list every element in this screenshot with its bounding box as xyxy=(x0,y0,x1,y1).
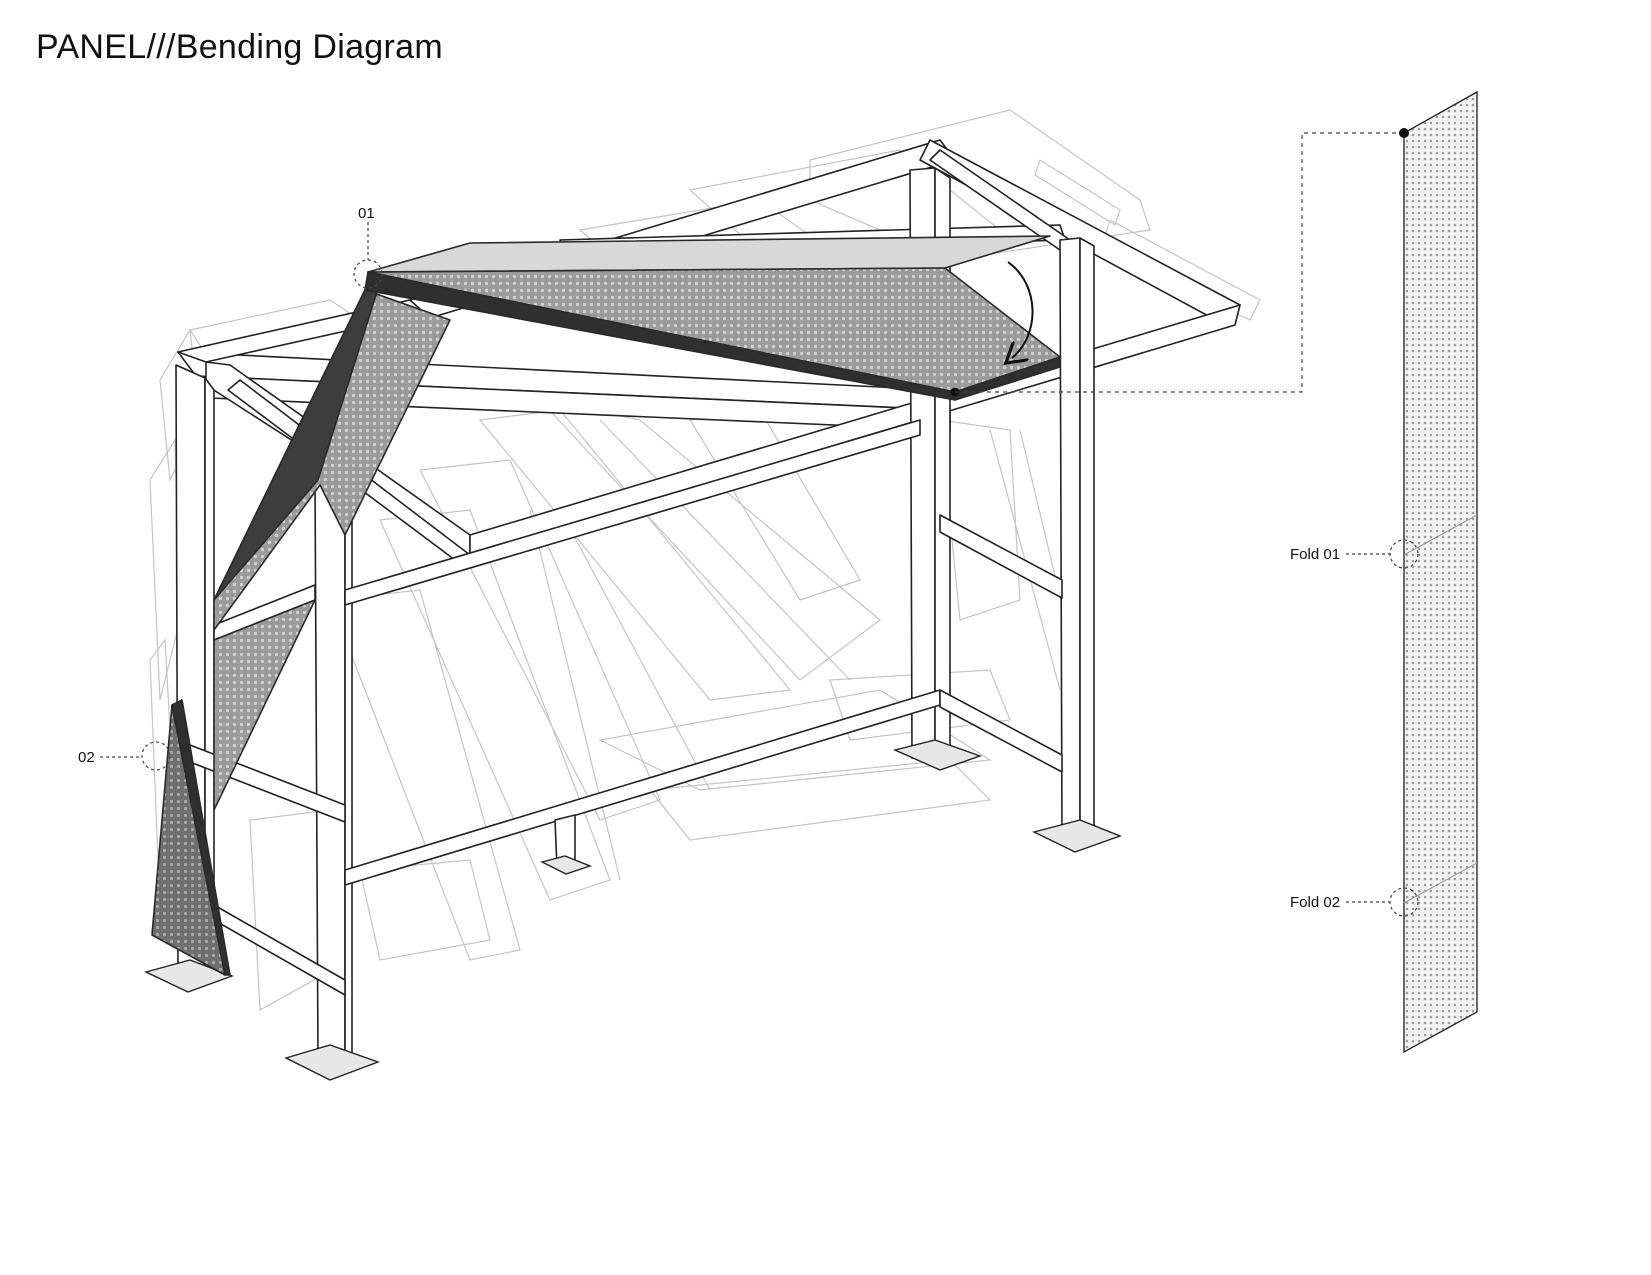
frame-structure xyxy=(175,167,1095,1066)
fold-02-label: Fold 02 xyxy=(1290,894,1340,911)
side-panel xyxy=(151,281,451,976)
fold-marker-02: 02 xyxy=(78,741,171,771)
title-separator: /// xyxy=(146,28,176,66)
ghost-geometry xyxy=(149,109,1261,1011)
dashed-circle-icon xyxy=(141,741,171,771)
top-anchor-dot-icon xyxy=(1399,128,1409,138)
page-title: PANEL///Bending Diagram xyxy=(36,28,443,67)
fold-marker-02-label: 02 xyxy=(78,749,95,766)
flat-panel-elevation: Fold 01 Fold 02 xyxy=(1290,90,1478,1054)
curved-arrow-icon xyxy=(1008,261,1034,358)
fold-02-callout: Fold 02 xyxy=(1290,887,1419,917)
fold-01-label: Fold 01 xyxy=(1290,546,1340,563)
dashed-circle-icon xyxy=(353,259,383,289)
roof-panel xyxy=(364,235,1061,401)
title-main: PANEL xyxy=(36,28,147,66)
leader-line xyxy=(955,132,1404,393)
fold-marker-01-label: 01 xyxy=(358,205,375,222)
title-subtitle: Bending Diagram xyxy=(175,28,443,66)
fold-01-callout: Fold 01 xyxy=(1290,539,1419,569)
fold-marker-01: 01 xyxy=(353,205,383,289)
base-plates xyxy=(143,739,1122,1081)
